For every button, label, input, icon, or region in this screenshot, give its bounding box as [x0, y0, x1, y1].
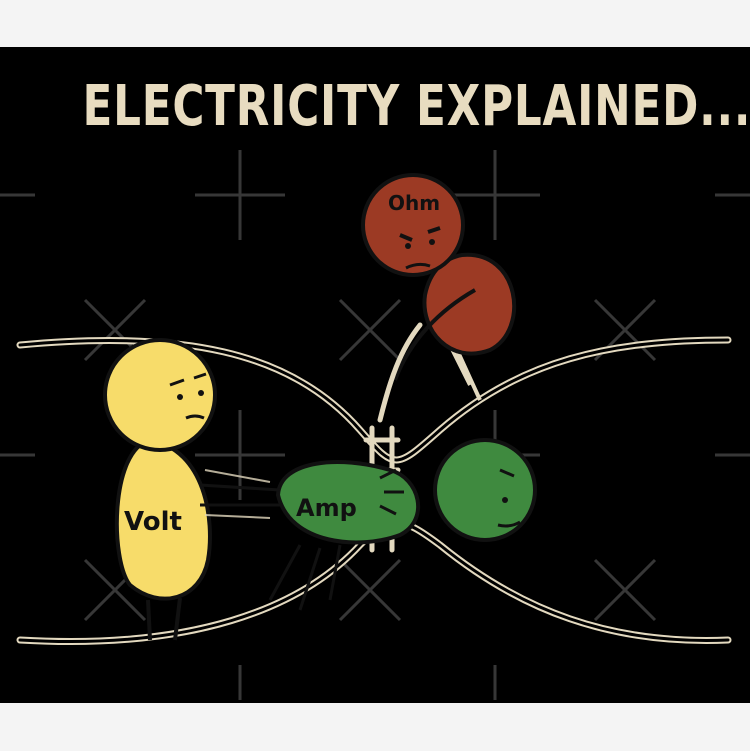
- volt-character: Volt: [103, 338, 281, 641]
- volt-label: Volt: [124, 507, 182, 537]
- ohm-label: Ohm: [388, 191, 440, 215]
- page-title: ELECTRICITY EXPLAINED...: [82, 74, 750, 139]
- amp-character: Amp: [268, 438, 537, 611]
- amp-label: Amp: [296, 494, 357, 522]
- ohm-character: Ohm: [361, 173, 517, 401]
